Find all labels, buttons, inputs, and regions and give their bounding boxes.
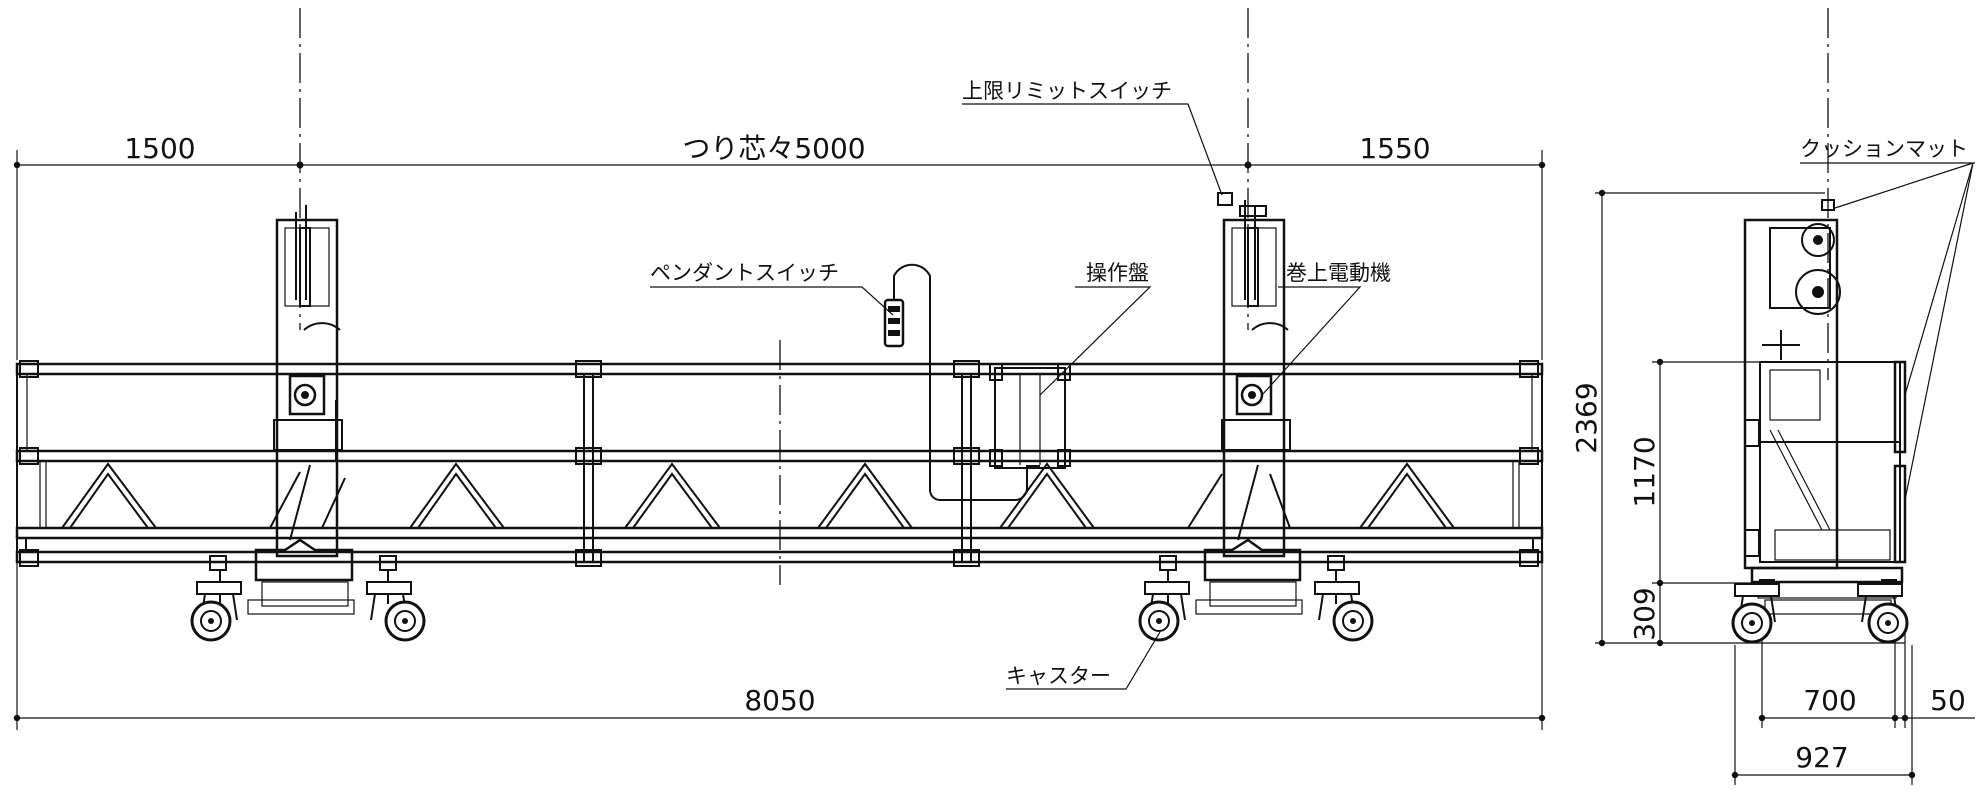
side-horizontal-dimensions [1731, 630, 1975, 785]
dim-guard-height: 1170 [1628, 436, 1661, 507]
overall-length-dimension-line [13, 560, 1546, 730]
dim-left-overhang: 1500 [124, 132, 195, 165]
cushion-mat-leaders [1800, 162, 1975, 501]
dim-right-overhang: 1550 [1359, 132, 1430, 165]
dim-cushion-thickness: 50 [1930, 684, 1966, 717]
dim-overall-width: 927 [1795, 741, 1848, 774]
dim-suspension-span: つり芯々5000 [682, 132, 865, 165]
truss-diagonals [61, 462, 1455, 529]
side-caster-wheel-1 [1731, 602, 1773, 644]
label-cushion-mat: クッションマット [1800, 137, 1968, 161]
side-view: 2369 1170 309 700 50 927 [1570, 8, 1975, 785]
label-upper-limit-switch: 上限リミットスイッチ [962, 79, 1172, 103]
dim-floor-height: 309 [1628, 587, 1661, 640]
label-pendant-switch: ペンダントスイッチ [650, 261, 839, 285]
side-caster-wheel-2 [1867, 602, 1909, 644]
side-platform-structure [1743, 199, 1907, 615]
side-caster-pair [1731, 583, 1909, 644]
leader-lines [650, 103, 1362, 690]
right-hoist-unit [1159, 192, 1345, 615]
caster-wheel-2 [384, 600, 426, 642]
caster-wheel-4 [1332, 600, 1374, 642]
left-caster-pair [190, 581, 426, 642]
side-vertical-dimensions [1595, 189, 1905, 647]
label-caster: キャスター [1006, 664, 1111, 688]
dim-overall-length: 8050 [744, 684, 815, 717]
caster-wheel-1 [190, 600, 232, 642]
dim-deck-width: 700 [1803, 684, 1856, 717]
front-view: 1500 つり芯々5000 1550 8050 [13, 8, 1546, 730]
control-panel [989, 363, 1071, 469]
right-caster-pair [1138, 581, 1374, 642]
dim-overall-height: 2369 [1570, 382, 1603, 453]
left-hoist-unit [209, 205, 397, 615]
top-dimension-line [13, 150, 1546, 360]
label-control-panel: 操作盤 [1086, 261, 1149, 285]
label-hoist-motor: 巻上電動機 [1286, 261, 1391, 285]
